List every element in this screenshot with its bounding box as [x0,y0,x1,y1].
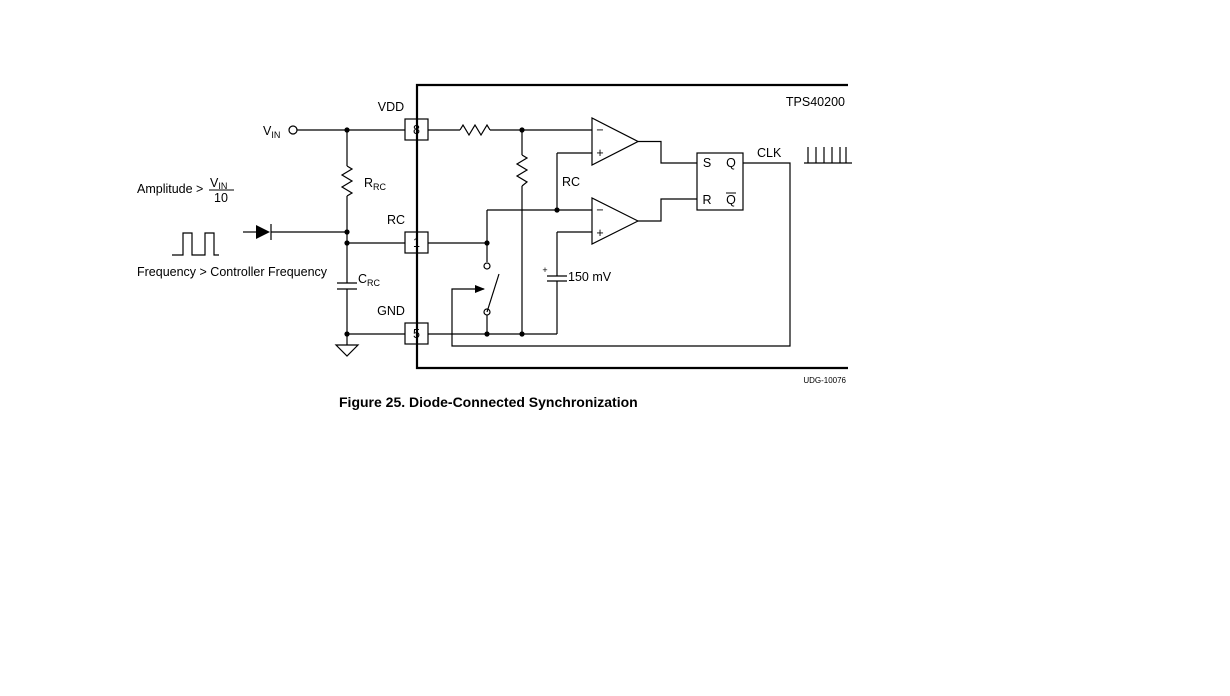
pin-1-number: 1 [413,236,420,250]
svg-text:Q: Q [726,156,736,170]
svg-text:S: S [703,156,711,170]
pin-8-label: VDD [378,100,404,114]
vin-label: VIN [263,124,280,140]
amplitude-denominator: 10 [214,191,228,205]
pin-8-number: 8 [413,123,420,137]
pin-5-number: 5 [413,327,420,341]
clk-label: CLK [757,146,782,160]
svg-text:Q: Q [726,193,736,207]
amplitude-numerator: VIN [210,176,227,191]
amplitude-prefix: Amplitude > [137,182,203,196]
gnd-internal-wire [428,331,557,337]
ref-voltage-label: 150 mV [568,270,612,284]
crc-capacitor [337,243,357,334]
ic-name: TPS40200 [786,95,845,109]
rrc-resistor [340,130,354,243]
svg-text:+: + [596,226,603,240]
pulse-waveform-icon [172,232,219,256]
svg-text:−: − [596,123,603,137]
svg-text:R: R [702,193,711,207]
internal-resistor-vertical [515,130,529,334]
clock-pulse-icon [804,147,852,164]
rc-internal-label: RC [562,175,580,189]
pin-8: 8 [404,118,429,141]
discharge-switch [483,273,500,334]
clk-feedback-wire [451,162,791,347]
reference-battery: + [542,265,567,334]
rrc-label: RRC [364,176,387,192]
comparator-lower: − + [556,197,697,268]
frequency-condition: Frequency > Controller Frequency [137,265,328,279]
figure-caption: Figure 25. Diode-Connected Synchronizati… [339,394,638,410]
svg-text:+: + [542,265,547,275]
internal-resistor-top [428,123,592,137]
svg-text:+: + [596,146,603,160]
rc-internal-wire [428,152,592,270]
pin-1-label: RC [387,213,405,227]
svg-text:−: − [596,203,603,217]
pin-5-label: GND [377,304,405,318]
crc-label: CRC [358,272,381,288]
ground-icon [334,331,405,357]
ic-outline [415,83,848,370]
sr-latch: S Q R Q [696,152,744,211]
sync-diode [243,224,347,240]
doc-code: UDG-10076 [803,376,846,385]
pin-5: 5 [404,322,429,345]
comparator-upper: − + [591,117,697,166]
pin-1: 1 [404,231,429,254]
